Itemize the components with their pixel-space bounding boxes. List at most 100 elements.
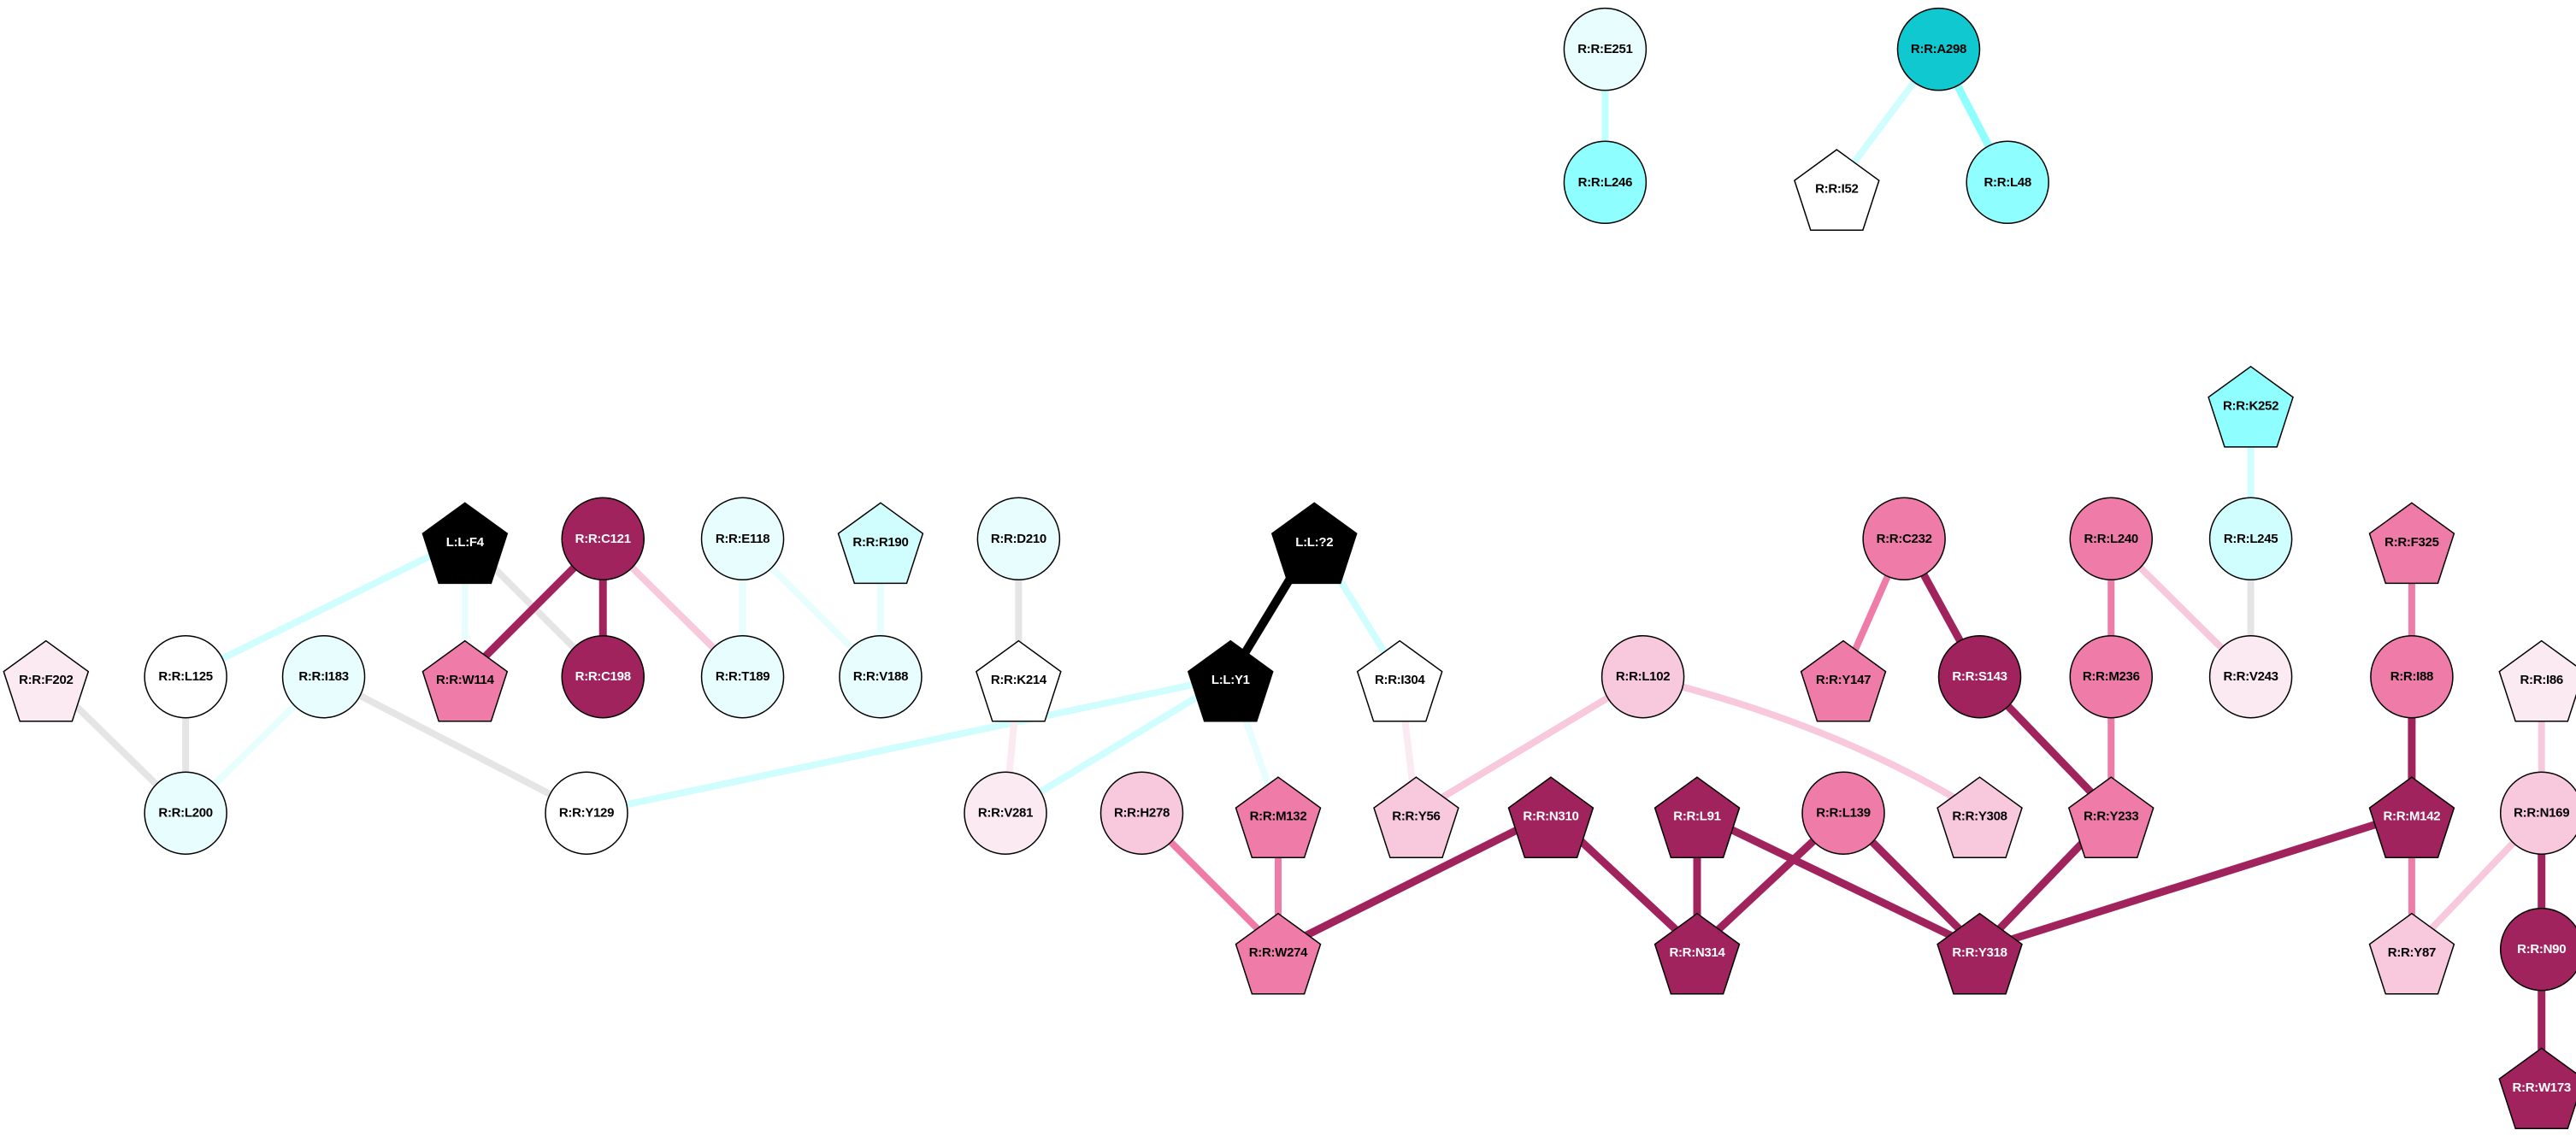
circle-node-shape xyxy=(2069,634,2154,719)
pentagon-node-shape xyxy=(1507,776,1595,859)
node-K214[interactable]: R:R:K214 xyxy=(976,639,1062,722)
node-Y147[interactable]: R:R:Y147 xyxy=(1800,639,1887,722)
circle-node-shape xyxy=(144,634,227,719)
node-L48[interactable]: R:R:L48 xyxy=(1966,140,2049,225)
node-Y56[interactable]: R:R:Y56 xyxy=(1373,776,1459,859)
node-Y1[interactable]: L:L:Y1 xyxy=(1187,639,1274,722)
node-V188[interactable]: R:R:V188 xyxy=(839,634,923,719)
node-label: R:R:M142 xyxy=(2384,809,2441,824)
pentagon-node-shape xyxy=(421,502,509,585)
node-V243[interactable]: R:R:V243 xyxy=(2208,634,2293,719)
node-I86[interactable]: R:R:I86 xyxy=(2498,639,2576,722)
circle-node-shape xyxy=(1099,771,1184,855)
pentagon-node-shape xyxy=(1936,912,2023,995)
node-F325[interactable]: R:R:F325 xyxy=(2368,502,2455,585)
node-Y233[interactable]: R:R:Y233 xyxy=(2067,776,2155,859)
node-Y318[interactable]: R:R:Y318 xyxy=(1936,912,2023,995)
node-W173[interactable]: R:R:W173 xyxy=(2498,1047,2576,1130)
node-label: R:R:L200 xyxy=(158,806,212,821)
node-C232[interactable]: R:R:C232 xyxy=(1862,497,1946,581)
node-L246[interactable]: R:R:L246 xyxy=(1563,140,1648,225)
node-label: R:R:Y147 xyxy=(1816,673,1871,687)
node-I88[interactable]: R:R:I88 xyxy=(2370,634,2454,719)
node-label: R:R:L240 xyxy=(2084,532,2138,546)
node-label: R:R:S143 xyxy=(1952,669,2007,684)
node-W274[interactable]: R:R:W274 xyxy=(1235,912,1322,995)
pentagon-node-shape xyxy=(2067,776,2155,859)
node-label: R:R:F325 xyxy=(2384,535,2438,550)
node-E118[interactable]: R:R:E118 xyxy=(700,497,785,581)
node-D210[interactable]: R:R:D210 xyxy=(976,497,1061,581)
node-L102[interactable]: R:R:L102 xyxy=(1600,634,1685,719)
node-N169[interactable]: R:R:N169 xyxy=(2499,771,2576,855)
circle-node-shape xyxy=(545,771,628,855)
node-H278[interactable]: R:R:H278 xyxy=(1099,771,1184,855)
node-I52[interactable]: R:R:I52 xyxy=(1794,149,1880,231)
pentagon-node-shape xyxy=(2498,639,2576,722)
node-N310[interactable]: R:R:N310 xyxy=(1507,776,1595,859)
node-Q2[interactable]: L:L:?2 xyxy=(1270,502,1358,585)
pentagon-node-shape xyxy=(1936,776,2023,859)
node-S143[interactable]: R:R:S143 xyxy=(1937,634,2022,719)
circle-node-shape xyxy=(2370,634,2454,719)
node-A298[interactable]: R:R:A298 xyxy=(1896,7,1981,91)
node-label: R:R:Y129 xyxy=(559,806,614,821)
node-label: R:R:L102 xyxy=(1616,669,1670,684)
node-N90[interactable]: R:R:N90 xyxy=(2499,907,2576,992)
node-L245[interactable]: R:R:L245 xyxy=(2208,497,2293,581)
pentagon-node-shape xyxy=(3,639,90,722)
node-label: R:R:K252 xyxy=(2223,398,2278,413)
pentagon-node-shape xyxy=(837,502,924,585)
node-Y87[interactable]: R:R:Y87 xyxy=(2368,912,2455,995)
node-M236[interactable]: R:R:M236 xyxy=(2069,634,2154,719)
node-W114[interactable]: R:R:W114 xyxy=(421,639,509,722)
circle-node-shape xyxy=(281,634,366,719)
node-M142[interactable]: R:R:M142 xyxy=(2368,776,2455,859)
node-label: R:R:Y318 xyxy=(1952,945,2007,960)
node-L125[interactable]: R:R:L125 xyxy=(144,634,227,719)
node-L200[interactable]: R:R:L200 xyxy=(144,771,227,855)
node-I304[interactable]: R:R:I304 xyxy=(1356,639,1443,722)
node-label: R:R:Y308 xyxy=(1952,809,2007,824)
node-label: R:R:C121 xyxy=(575,532,631,546)
circle-node-shape xyxy=(1563,140,1648,225)
node-I183[interactable]: R:R:I183 xyxy=(281,634,366,719)
node-M132[interactable]: R:R:M132 xyxy=(1235,776,1322,859)
node-label: R:R:W173 xyxy=(2512,1080,2570,1095)
circle-node-shape xyxy=(1966,140,2049,225)
node-Y129[interactable]: R:R:Y129 xyxy=(545,771,628,855)
circle-node-shape xyxy=(561,497,645,581)
circle-node-shape xyxy=(1937,634,2022,719)
node-V281[interactable]: R:R:V281 xyxy=(964,771,1047,855)
node-L91[interactable]: R:R:L91 xyxy=(1653,776,1741,859)
node-label: R:R:V281 xyxy=(978,806,1033,821)
pentagon-node-shape xyxy=(1187,639,1274,722)
pentagon-node-shape xyxy=(1653,912,1741,995)
node-label: R:R:F202 xyxy=(19,673,73,687)
node-E251[interactable]: R:R:E251 xyxy=(1563,7,1648,91)
node-L240[interactable]: R:R:L240 xyxy=(2069,497,2154,581)
node-L139[interactable]: R:R:L139 xyxy=(1801,771,1885,855)
circle-node-shape xyxy=(839,634,923,719)
node-R190[interactable]: R:R:R190 xyxy=(837,502,924,585)
node-label: R:R:E118 xyxy=(716,532,769,546)
circle-node-shape xyxy=(2208,497,2293,581)
node-F4[interactable]: L:L:F4 xyxy=(421,502,509,585)
pentagon-node-shape xyxy=(1235,912,1322,995)
node-N314[interactable]: R:R:N314 xyxy=(1653,912,1741,995)
node-C121[interactable]: R:R:C121 xyxy=(561,497,645,581)
node-label: R:R:C232 xyxy=(1877,532,1932,546)
edge-F4-L125 xyxy=(184,535,467,680)
node-label: R:R:Y56 xyxy=(1392,809,1440,824)
node-label: R:R:I88 xyxy=(2390,669,2433,684)
node-label: R:R:Y87 xyxy=(2388,945,2436,960)
node-F202[interactable]: R:R:F202 xyxy=(3,639,90,722)
pentagon-node-shape xyxy=(976,639,1062,722)
node-C198[interactable]: R:R:C198 xyxy=(561,634,645,719)
node-T189[interactable]: R:R:T189 xyxy=(700,634,785,719)
node-K252[interactable]: R:R:K252 xyxy=(2208,365,2294,448)
node-label: R:R:D210 xyxy=(991,532,1046,546)
node-Y308[interactable]: R:R:Y308 xyxy=(1936,776,2023,859)
pentagon-node-shape xyxy=(1794,149,1880,231)
